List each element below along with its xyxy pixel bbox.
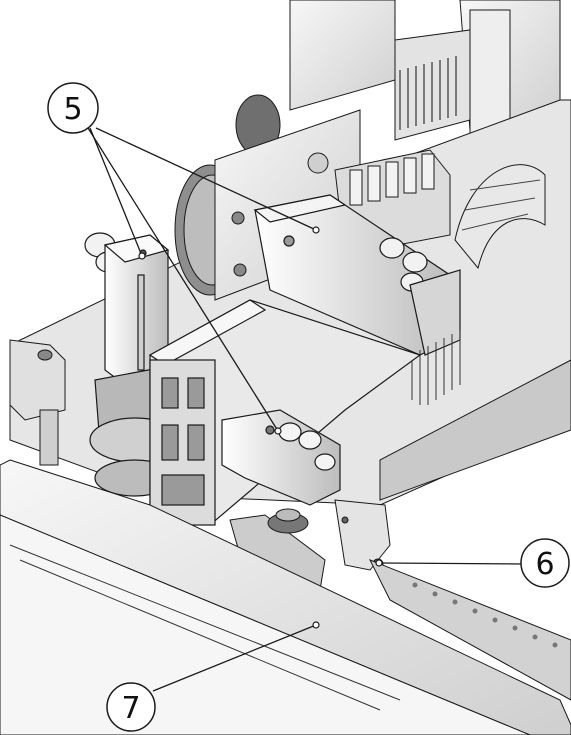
callout-7-label: 7 [121, 691, 140, 726]
upper-servo-motor [253, 194, 461, 405]
callout-6-circle [520, 538, 570, 588]
leader-line-5c [87, 127, 279, 432]
callout-5-label: 5 [63, 92, 82, 127]
leader-dots [138, 226, 383, 629]
leader-lines [87, 127, 524, 692]
callout-7-circle [106, 682, 156, 732]
leader-line-6 [378, 562, 524, 565]
roller [229, 508, 326, 591]
callout-7: 7 [106, 682, 156, 732]
leader-line-5b [89, 127, 143, 257]
callout-6: 6 [520, 538, 570, 588]
callout-6-label: 6 [535, 547, 554, 582]
callout-5: 5 [47, 82, 99, 134]
linear-rail [0, 459, 571, 735]
leader-line-5a [95, 127, 317, 231]
carriage-block [334, 499, 391, 571]
left-bracket [9, 339, 66, 466]
callout-5-circle [47, 82, 99, 134]
lower-servo-motor [221, 409, 341, 506]
leader-line-7 [152, 624, 317, 692]
cable-chain [454, 164, 546, 270]
